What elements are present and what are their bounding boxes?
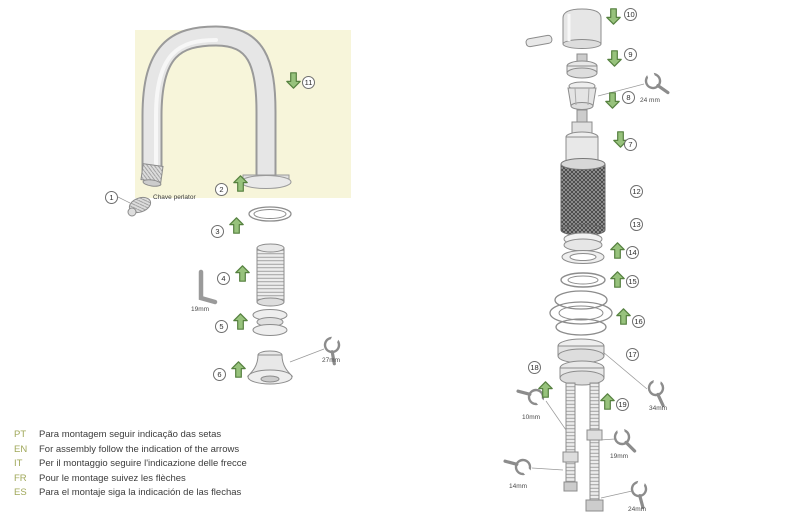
instruction-text: For assembly follow the indication of th… [39, 443, 240, 455]
language-code: EN [14, 443, 28, 455]
wrench-27mm-icon [317, 330, 348, 366]
language-code: FR [14, 472, 27, 484]
o-ring-drawing [248, 206, 292, 222]
wrench-19mm-icon [611, 423, 637, 456]
instruction-text: Pour le montage suivez les flèches [39, 472, 186, 484]
pin-drawing [525, 34, 553, 48]
knurled-sleeve-drawing [560, 158, 606, 236]
instruction-text: Para el montaje siga la indicación de la… [39, 487, 242, 498]
base-cone-drawing [246, 350, 294, 385]
instructions: PT Para montagem seguir indicação das set… [14, 429, 247, 498]
wrench-14mm-icon [503, 448, 537, 484]
allen-key-icon [198, 269, 218, 305]
cartridge-nut-drawing [567, 81, 597, 110]
aerator-tip-drawing [140, 163, 164, 187]
cartridge-drawing [565, 109, 599, 164]
instruction-row-fr: FR Pour le montage suivez les flèches [14, 473, 247, 484]
wrench-34mm-icon [644, 374, 670, 408]
language-code: ES [14, 487, 27, 498]
instruction-row-pt: PT Para montagem seguir indicação das set… [14, 429, 247, 440]
chave-perlator-label: Chave perlator [153, 194, 196, 201]
perlator-key-drawing [127, 196, 152, 217]
instruction-text: Para montagem seguir indicação das setas [39, 429, 222, 440]
instruction-row-en: EN For assembly follow the indication of … [14, 444, 247, 455]
language-code: PT [14, 429, 27, 440]
instruction-text: Per il montaggio seguire l'indicazione d… [39, 458, 247, 469]
spout-drawing [141, 25, 292, 189]
wrench-24mm-icon [641, 66, 670, 101]
handle-cap-drawing [562, 8, 602, 49]
faucet-body-drawing [559, 360, 605, 512]
wrench-24mm-bottom-icon [625, 475, 654, 510]
washer-pair-drawing [563, 232, 603, 252]
large-ring-stack-drawing [549, 290, 613, 336]
wrench-10mm-icon [516, 378, 550, 414]
flat-ring-drawing [561, 250, 605, 264]
language-code: IT [14, 458, 23, 469]
instruction-row-es: ES Para el montaje siga la indicación de … [14, 487, 247, 498]
threaded-tube-drawing [256, 243, 285, 307]
seal-ring-drawing [560, 272, 606, 288]
lock-ring-drawing [566, 53, 598, 79]
mounting-nut-drawing [557, 338, 605, 364]
ring-stack-drawing [252, 309, 288, 336]
instruction-row-it: IT Per il montaggio seguire l'indicazione… [14, 458, 247, 469]
